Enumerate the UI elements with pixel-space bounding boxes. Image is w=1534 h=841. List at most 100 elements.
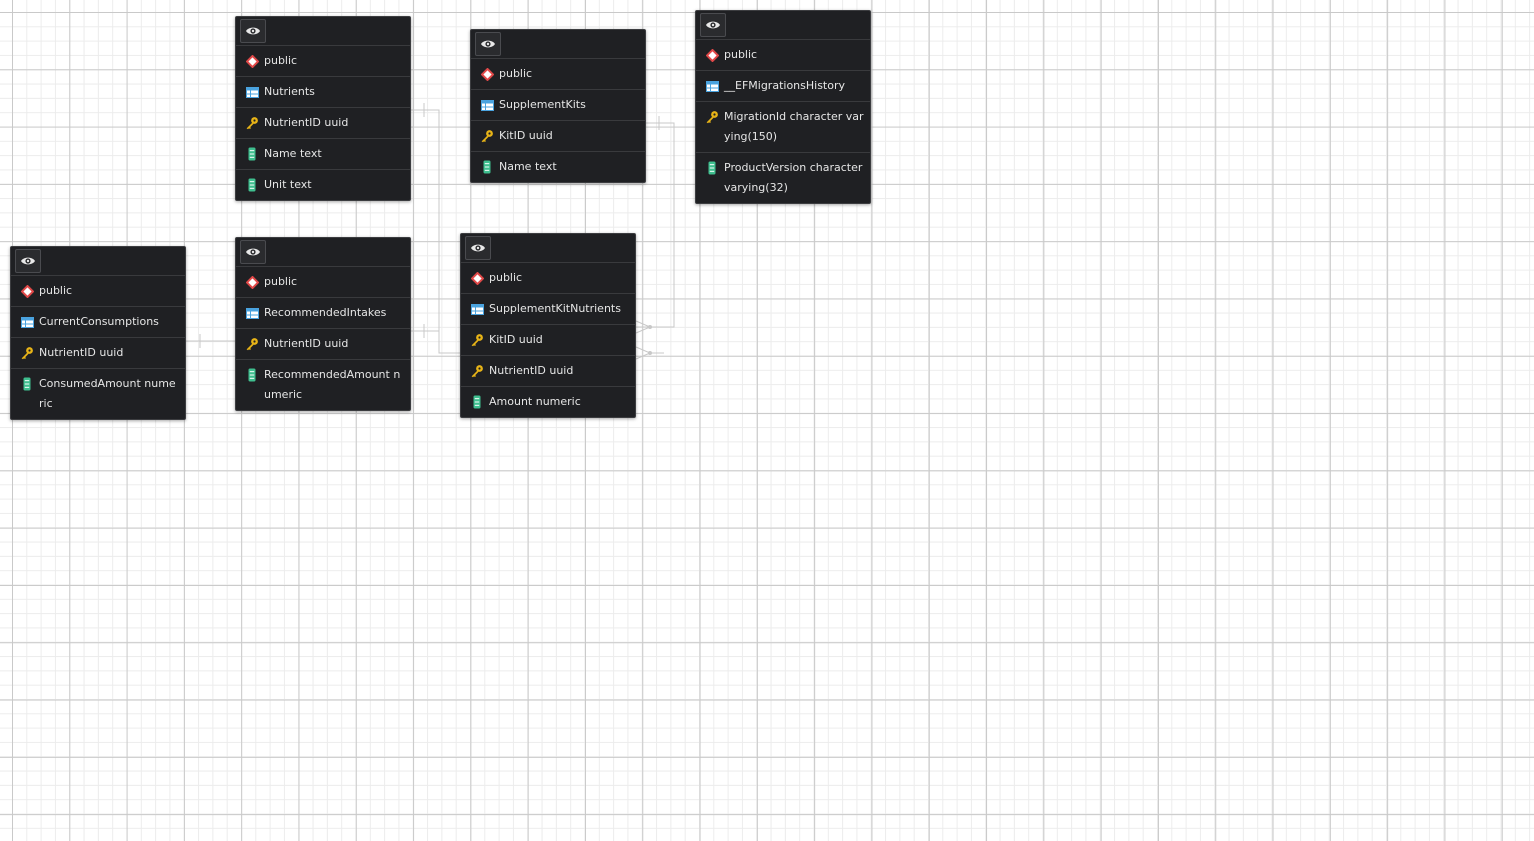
schema-label: public: [264, 275, 298, 288]
schema-diamond-icon: [244, 51, 260, 71]
eye-icon[interactable]: [475, 32, 501, 56]
schema-row: public: [696, 40, 870, 71]
table-icon: [244, 82, 260, 102]
table-name-row: RecommendedIntakes: [236, 298, 410, 329]
key-icon: [479, 126, 495, 146]
table-name: RecommendedIntakes: [264, 306, 387, 319]
schema-diamond-icon: [479, 64, 495, 84]
column-icon: [479, 157, 495, 177]
eye-icon[interactable]: [240, 19, 266, 43]
node-header: [236, 17, 410, 46]
column-label: ConsumedAmount numeric: [39, 377, 176, 410]
key-icon: [469, 361, 485, 381]
relationship-line-nutrients-recommendedintakes: [410, 109, 440, 332]
schema-diamond-icon: [469, 268, 485, 288]
key-icon: [244, 113, 260, 133]
table-name-row: __EFMigrationsHistory: [696, 71, 870, 102]
key-icon: [704, 107, 720, 127]
column-icon: [19, 374, 35, 394]
node-header: [696, 11, 870, 40]
key-icon: [19, 343, 35, 363]
table-name: SupplementKits: [499, 98, 586, 111]
table-name-row: SupplementKitNutrients: [461, 294, 635, 325]
column-label: MigrationId character varying(150): [724, 110, 864, 143]
column-row[interactable]: MigrationId character varying(150): [696, 102, 870, 153]
column-icon: [244, 144, 260, 164]
schema-label: public: [499, 67, 533, 80]
schema-row: public: [461, 263, 635, 294]
many-marker-kitid: [635, 320, 652, 334]
eye-icon[interactable]: [465, 236, 491, 260]
column-label: Amount numeric: [489, 395, 581, 408]
schema-label: public: [39, 284, 73, 297]
table-node-supplementkitnutrients[interactable]: public SupplementKitNutrients KitID uuid…: [460, 233, 636, 418]
column-row[interactable]: NutrientID uuid: [11, 338, 185, 369]
node-header: [11, 247, 185, 276]
column-row[interactable]: NutrientID uuid: [236, 329, 410, 360]
key-icon: [469, 330, 485, 350]
schema-row: public: [236, 46, 410, 77]
column-label: NutrientID uuid: [39, 346, 124, 359]
table-icon: [244, 303, 260, 323]
column-label: ProductVersion character varying(32): [724, 161, 863, 194]
table-name: CurrentConsumptions: [39, 315, 159, 328]
schema-label: public: [489, 271, 523, 284]
schema-diamond-icon: [19, 281, 35, 301]
table-icon: [469, 299, 485, 319]
column-label: Unit text: [264, 178, 312, 191]
table-icon: [479, 95, 495, 115]
column-label: NutrientID uuid: [489, 364, 574, 377]
table-name-row: SupplementKits: [471, 90, 645, 121]
column-row[interactable]: ConsumedAmount numeric: [11, 369, 185, 419]
many-marker-nutrientid: [635, 346, 652, 360]
column-row[interactable]: Name text: [471, 152, 645, 182]
many-marker-dot: [648, 325, 652, 329]
column-row[interactable]: NutrientID uuid: [236, 108, 410, 139]
eye-icon[interactable]: [700, 13, 726, 37]
schema-label: public: [724, 48, 758, 61]
column-icon: [469, 392, 485, 412]
column-label: NutrientID uuid: [264, 116, 349, 129]
column-label: NutrientID uuid: [264, 337, 349, 350]
column-row[interactable]: RecommendedAmount numeric: [236, 360, 410, 410]
table-node-recommendedintakes[interactable]: public RecommendedIntakes NutrientID uui…: [235, 237, 411, 411]
column-row[interactable]: KitID uuid: [461, 325, 635, 356]
eye-icon[interactable]: [15, 249, 41, 273]
node-header: [461, 234, 635, 263]
table-node-nutrients[interactable]: public Nutrients NutrientID uuid Name te…: [235, 16, 411, 201]
eye-icon[interactable]: [240, 240, 266, 264]
column-label: Name text: [264, 147, 322, 160]
schema-row: public: [471, 59, 645, 90]
schema-diamond-icon: [244, 272, 260, 292]
column-row[interactable]: Unit text: [236, 170, 410, 200]
schema-label: public: [264, 54, 298, 67]
table-name: Nutrients: [264, 85, 315, 98]
column-label: KitID uuid: [489, 333, 543, 346]
column-row[interactable]: Amount numeric: [461, 387, 635, 417]
column-label: RecommendedAmount numeric: [264, 368, 401, 401]
column-row[interactable]: NutrientID uuid: [461, 356, 635, 387]
column-label: KitID uuid: [499, 129, 553, 142]
column-row[interactable]: Name text: [236, 139, 410, 170]
table-name: SupplementKitNutrients: [489, 302, 621, 315]
schema-row: public: [11, 276, 185, 307]
table-icon: [19, 312, 35, 332]
column-row[interactable]: ProductVersion character varying(32): [696, 153, 870, 203]
table-node-currentconsumptions[interactable]: public CurrentConsumptions NutrientID uu…: [10, 246, 186, 420]
table-node-supplementkits[interactable]: public SupplementKits KitID uuid Name te…: [470, 29, 646, 183]
column-icon: [244, 175, 260, 195]
node-header: [471, 30, 645, 59]
table-name: __EFMigrationsHistory: [724, 79, 846, 92]
column-icon: [244, 365, 260, 385]
node-header: [236, 238, 410, 267]
table-name-row: Nutrients: [236, 77, 410, 108]
many-marker-dot: [648, 351, 652, 355]
table-name-row: CurrentConsumptions: [11, 307, 185, 338]
schema-row: public: [236, 267, 410, 298]
table-node-efmigrationshistory[interactable]: public __EFMigrationsHistory MigrationId…: [695, 10, 871, 204]
column-row[interactable]: KitID uuid: [471, 121, 645, 152]
table-icon: [704, 76, 720, 96]
column-label: Name text: [499, 160, 557, 173]
key-icon: [244, 334, 260, 354]
